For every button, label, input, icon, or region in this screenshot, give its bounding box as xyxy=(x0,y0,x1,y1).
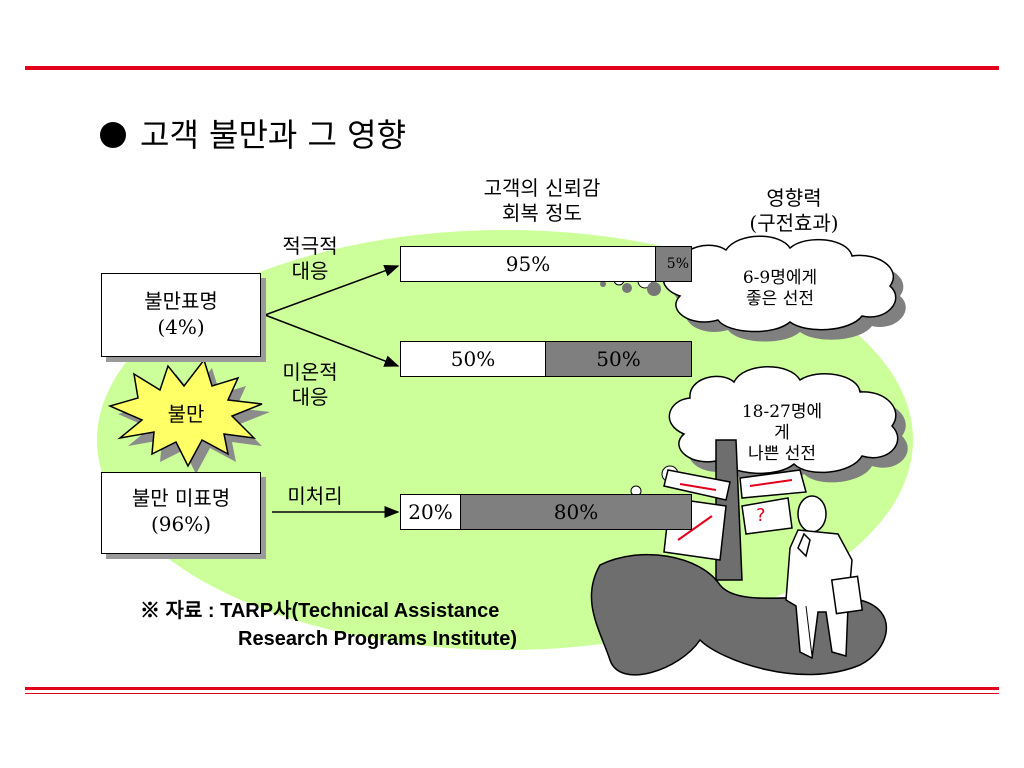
good-word-of-mouth-text: 6-9명에게 좋은 선전 xyxy=(742,268,818,309)
bar-segment-recovered: 50% xyxy=(401,342,546,376)
bad-word-of-mouth-text: 18-27명에 게 나쁜 선전 xyxy=(741,402,823,464)
bar-segment-lost: 5% xyxy=(656,247,691,281)
passive-response-label: 미온적 대응 xyxy=(282,360,338,409)
recovery-header: 고객의 신뢰감 회복 정도 xyxy=(483,176,601,225)
influence-header: 영향력 (구전효과) xyxy=(749,186,839,235)
bar-segment-lost: 50% xyxy=(546,342,691,376)
unhandled-label: 미처리 xyxy=(287,484,343,508)
bar-active: 95% 5% xyxy=(400,246,692,282)
thought-dot xyxy=(600,281,606,287)
burst-shape xyxy=(107,358,263,468)
signpost-illustration xyxy=(663,439,807,581)
arrow-active xyxy=(264,265,400,316)
bar-unhandled: 20% 80% xyxy=(400,494,692,530)
question-mark: ? xyxy=(756,505,766,526)
bar-segment-recovered: 20% xyxy=(401,495,461,529)
slide-title: 고객 불만과 그 영향 xyxy=(100,110,406,156)
arrow-passive xyxy=(264,314,400,367)
thought-dot xyxy=(622,283,632,293)
bar-passive: 50% 50% xyxy=(400,341,692,377)
bottom-red-rule-thin xyxy=(25,693,999,694)
unvoiced-complaint-box: 불만 미표명 (96%) xyxy=(101,472,261,554)
voiced-complaint-box: 불만표명 (4%) xyxy=(101,273,261,357)
cloud-good xyxy=(662,235,897,333)
top-red-rule xyxy=(25,66,999,70)
bottom-red-rule xyxy=(25,687,999,690)
active-response-label: 적극적 대응 xyxy=(282,234,338,283)
bar-segment-recovered: 95% xyxy=(401,247,656,281)
bar-segment-lost: 80% xyxy=(461,495,691,529)
thought-dot xyxy=(647,282,661,296)
complaint-burst-label: 불만 xyxy=(167,402,205,426)
thinking-man-illustration xyxy=(785,495,864,660)
source-note: ※ 자료 : TARP사(Technical Assistance Resear… xyxy=(140,600,517,650)
bullet-icon xyxy=(100,122,126,148)
